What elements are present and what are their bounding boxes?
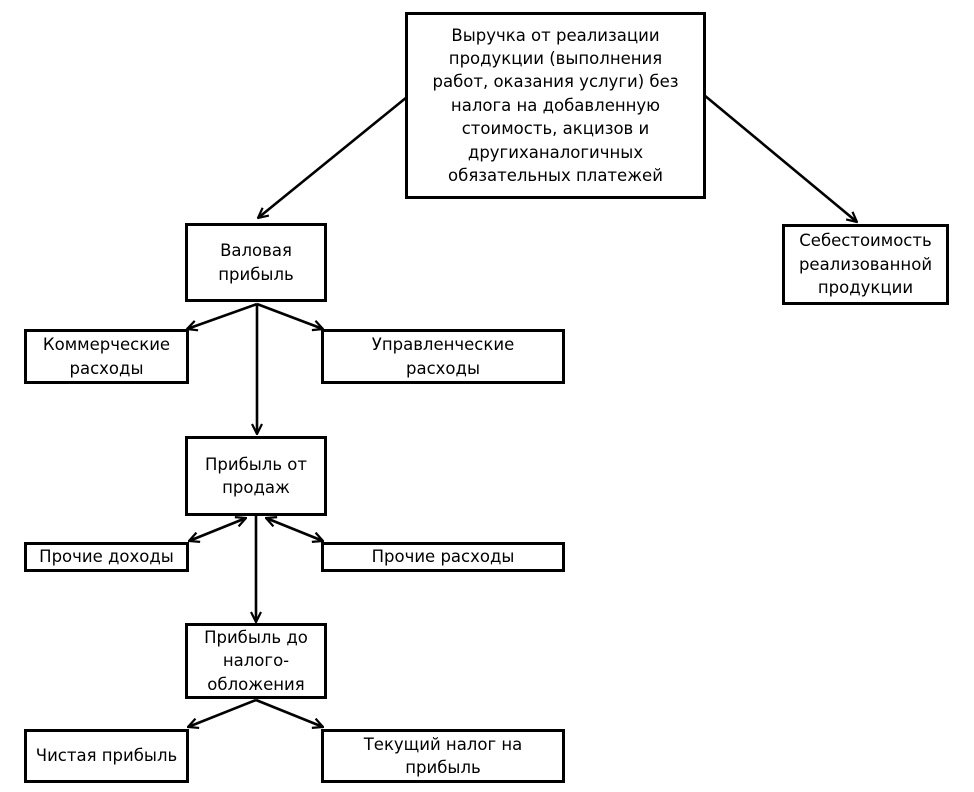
node-current-income-tax-label: Текущий налог на прибыль	[363, 734, 523, 777]
node-administrative-expenses: Управленческие расходы	[321, 329, 565, 384]
node-gross-profit-label: Валовая прибыль	[218, 241, 294, 284]
arrow-gross-profit-to-commercial	[187, 302, 258, 329]
node-other-expenses: Прочие расходы	[321, 542, 565, 572]
arrow-revenue-to-gross-profit	[258, 95, 408, 218]
node-net-profit-label: Чистая прибыль	[35, 746, 178, 766]
node-commercial-expenses-label: Коммерческие расходы	[42, 335, 171, 378]
node-gross-profit: Валовая прибыль	[185, 223, 327, 302]
node-revenue: Выручка от реализации продукции (выполне…	[405, 12, 706, 199]
node-other-income: Прочие доходы	[24, 542, 189, 572]
node-commercial-expenses: Коммерческие расходы	[24, 329, 189, 384]
node-cost-label: Себестоимость реализованной продукции	[798, 231, 933, 298]
node-net-profit: Чистая прибыль	[24, 729, 189, 783]
node-cost: Себестоимость реализованной продукции	[782, 224, 949, 305]
node-revenue-label: Выручка от реализации продукции (выполне…	[432, 25, 679, 186]
node-pretax-profit: Прибыль до налого- обложения	[185, 623, 327, 699]
node-pretax-profit-label: Прибыль до налого- обложения	[204, 627, 308, 694]
node-administrative-expenses-label: Управленческие расходы	[371, 335, 515, 378]
arrow-revenue-to-cost	[703, 93, 857, 222]
node-sales-profit: Прибыль от продаж	[185, 436, 327, 516]
node-other-expenses-label: Прочие расходы	[371, 547, 515, 567]
arrow-gross-profit-to-administrative	[256, 302, 323, 329]
node-other-income-label: Прочие доходы	[39, 547, 174, 567]
node-sales-profit-label: Прибыль от продаж	[204, 454, 308, 497]
arrow-pretax-profit-to-current-tax	[255, 698, 323, 727]
node-current-income-tax: Текущий налог на прибыль	[321, 729, 565, 783]
arrow-sales-profit-other-expenses	[266, 518, 323, 541]
arrow-sales-profit-other-income	[189, 518, 246, 541]
arrow-pretax-profit-to-net-profit	[188, 698, 257, 727]
